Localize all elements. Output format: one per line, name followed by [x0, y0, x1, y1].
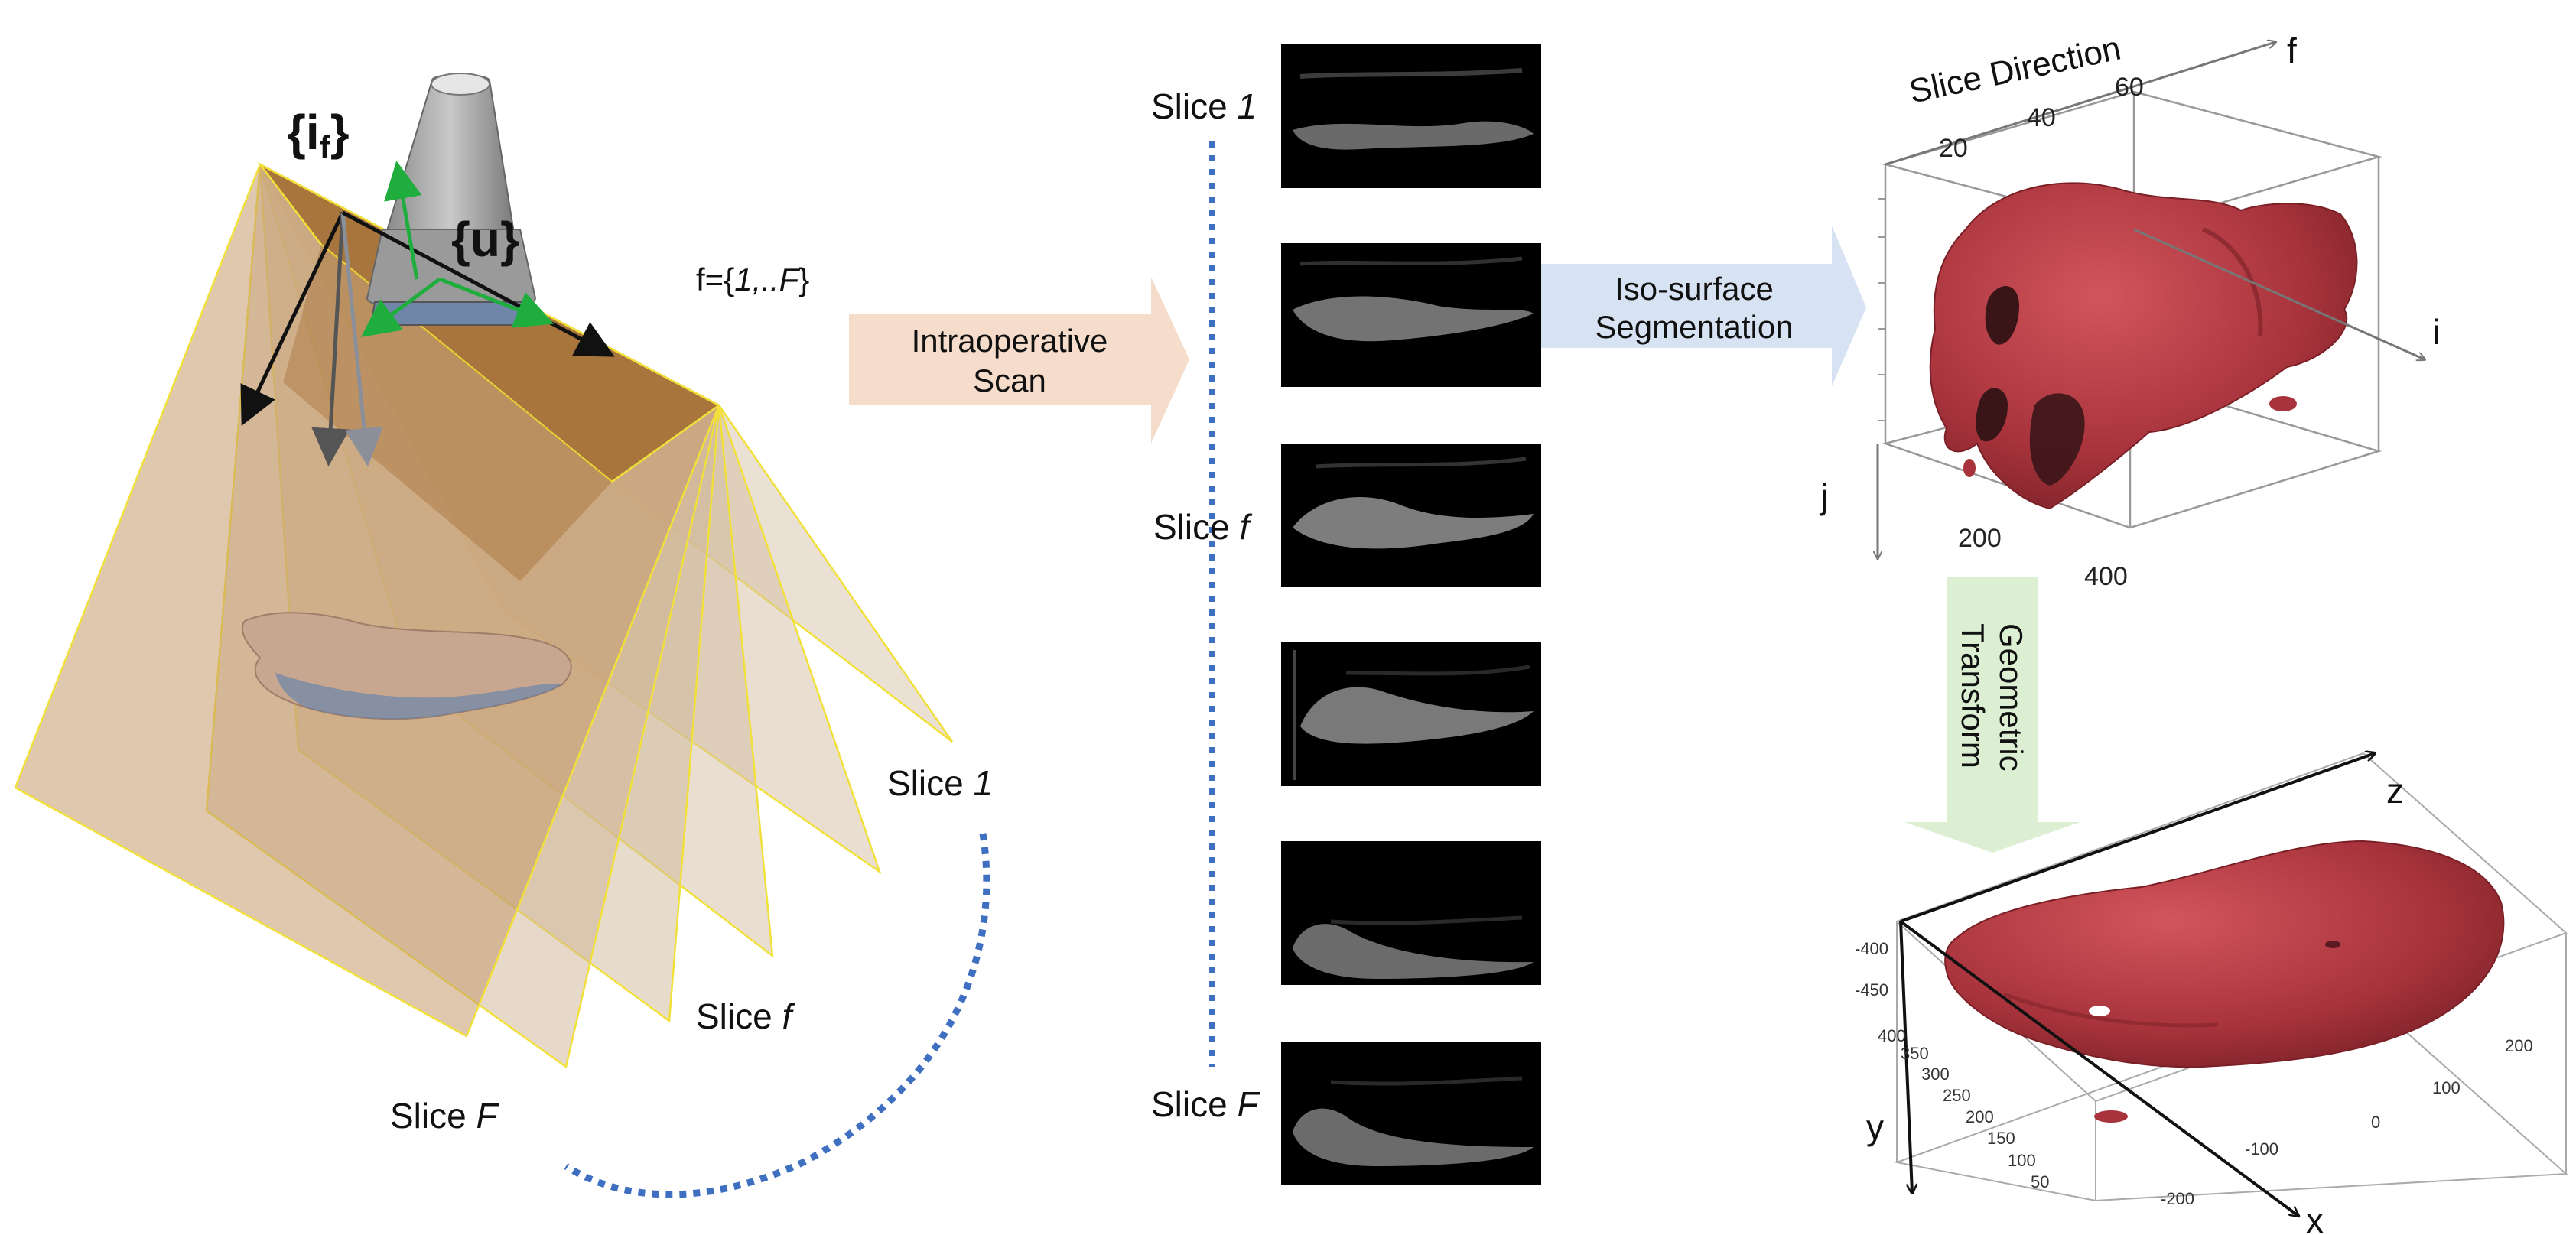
model-x-tick: -100 [2245, 1139, 2278, 1159]
frame-label: {if} [287, 105, 350, 165]
volume-f-tick: 20 [1939, 134, 1968, 163]
ultrasound-probe [366, 73, 537, 326]
us-image [1281, 444, 1541, 587]
frame-axis-f [341, 210, 615, 357]
model-axis-y [1899, 921, 1912, 1193]
surface-ridge [2201, 227, 2263, 337]
volume-axis-i-label: i [2432, 312, 2440, 352]
surface-ridge [2003, 992, 2219, 1028]
volume-axis-i [2133, 228, 2425, 359]
probe-frame-label: {u} [451, 212, 519, 267]
us-image [1281, 841, 1541, 985]
segmentation-arrow: Iso-surface Segmentation [1541, 226, 1866, 386]
volume-f-tick: 40 [2027, 103, 2056, 132]
volume-i-tick: 400 [2084, 562, 2128, 591]
fan-slice-mid-label: Slice f [696, 996, 795, 1036]
volume-axis-f [1885, 42, 2275, 166]
transformed-liver-surface [1944, 840, 2505, 1068]
us-image [1281, 44, 1541, 188]
fan-slice-last-label: Slice F [390, 1096, 500, 1136]
model-depth-tick: 150 [1987, 1129, 2015, 1148]
volume-title: Slice Direction [1906, 29, 2124, 110]
probe-axis-left [360, 277, 441, 337]
scan-arrow: Intraoperative Scan [849, 277, 1189, 444]
model-y-tick: -400 [1855, 939, 1888, 958]
model-axis-x [1899, 920, 2298, 1216]
surface-hole [1976, 388, 2008, 442]
model-x-tick: 100 [2432, 1078, 2461, 1097]
us-image [1281, 1042, 1541, 1185]
model-axis-z-label: z [2386, 771, 2404, 811]
volume-axis-f-label: f [2287, 31, 2297, 70]
surface-hole [2089, 1006, 2110, 1016]
surface-hole [2325, 941, 2340, 948]
stack-slice-first-label: Slice 1 [1151, 86, 1257, 126]
model-depth-tick: 50 [2031, 1172, 2049, 1191]
transformed-model: z y x -400 -450 400 350 300 250 200 150 … [1855, 753, 2568, 1235]
geo-arrow-line1: Geometric [1993, 623, 2029, 772]
frame-axis-j [311, 212, 350, 466]
frame-axis-i [240, 211, 345, 427]
surface-hole [1985, 285, 2019, 345]
model-axis-x-label: x [2306, 1201, 2324, 1235]
model-x-tick: 0 [2371, 1113, 2380, 1132]
surface-fragment [2094, 1110, 2128, 1123]
segmented-liver-surface [1929, 182, 2358, 510]
us-image [1281, 243, 1541, 387]
slice-stack: Slice 1 Slice f Slice F [1151, 44, 1541, 1185]
model-axis-z [1900, 753, 2375, 923]
fan-slice-first-label: Slice 1 [887, 763, 993, 803]
scan-arrow-line2: Scan [973, 362, 1046, 398]
volume-i-tick: 200 [1958, 524, 2002, 553]
seg-arrow-line1: Iso-surface [1615, 271, 1774, 307]
model-axis-y-label: y [1866, 1107, 1884, 1147]
model-x-tick: -200 [2161, 1189, 2194, 1208]
model-depth-tick: 400 [1878, 1026, 1906, 1045]
probe-axis-right [439, 277, 555, 328]
surface-hole [2029, 393, 2085, 486]
volume-left-ticks [1878, 198, 1885, 421]
frame-set-label: f={1,..F} [696, 262, 809, 297]
stack-slice-mid-label: Slice f [1153, 507, 1253, 547]
geometric-transform-arrow: Geometric Transform [1904, 577, 2080, 853]
model-depth-tick: 250 [1943, 1086, 1971, 1105]
model-y-tick: -450 [1855, 980, 1888, 999]
liver-cross-section-shade [275, 673, 562, 720]
model-depth-tick: 100 [2008, 1151, 2036, 1170]
surface-fragment [1963, 459, 1976, 477]
model-x-tick: 200 [2505, 1036, 2533, 1055]
model-depth-tick: 300 [1921, 1064, 1950, 1084]
geo-arrow-line2: Transform [1955, 623, 1991, 769]
scan-arrow-line1: Intraoperative [912, 323, 1108, 359]
model-depth-tick: 200 [1966, 1107, 1994, 1126]
stack-slice-last-label: Slice F [1151, 1084, 1261, 1124]
volume-axis-j-label: j [1819, 476, 1828, 516]
us-image [1281, 642, 1541, 786]
surface-fragment [2269, 396, 2297, 411]
slice-fan: {if} {u} f={1,..F} Slice 1 Slice f Slice… [14, 73, 993, 1198]
model-depth-tick: 350 [1901, 1044, 1929, 1063]
seg-arrow-line2: Segmentation [1595, 309, 1793, 345]
segmented-volume: Slice Direction f i j 20 40 60 200 400 [1819, 29, 2440, 591]
volume-f-tick: 60 [2115, 73, 2144, 102]
frame-axis-k [340, 212, 383, 466]
probe-axis-up [384, 161, 422, 280]
